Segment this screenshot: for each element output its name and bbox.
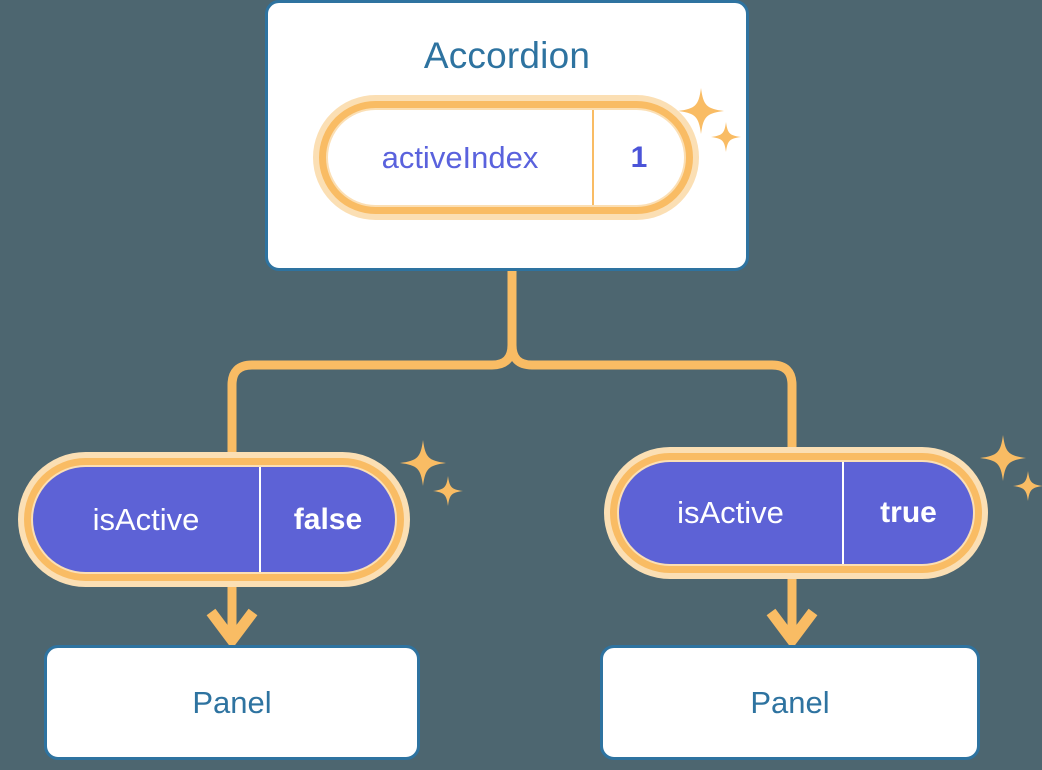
- state-value-label: 1: [630, 140, 648, 174]
- pill-body: isActive false: [33, 467, 395, 572]
- panel-card-left[interactable]: Panel: [44, 645, 420, 760]
- state-value-label: false: [293, 502, 363, 536]
- pill-body: isActive true: [619, 462, 973, 564]
- sparkle-group-left: [400, 440, 480, 520]
- state-pill-is-active-left[interactable]: isActive false: [18, 452, 410, 587]
- pill-body: activeIndex 1: [328, 110, 684, 205]
- panel-label: Panel: [192, 684, 272, 720]
- sparkle-icon: [400, 440, 446, 486]
- sparkle-icon: [1013, 471, 1042, 501]
- state-value-label: true: [880, 496, 937, 529]
- accordion-title: Accordion: [423, 35, 591, 76]
- panel-card-right[interactable]: Panel: [600, 645, 980, 760]
- sparkle-icon: [433, 476, 463, 506]
- panel-label: Panel: [750, 684, 830, 720]
- state-pill-active-index[interactable]: activeIndex 1: [313, 95, 699, 220]
- state-key-label: isActive: [619, 462, 844, 564]
- sparkle-icon: [711, 122, 741, 152]
- state-key-label: activeIndex: [328, 110, 594, 205]
- state-key-label: isActive: [33, 467, 261, 572]
- sparkle-group-right: [980, 435, 1042, 515]
- state-pill-is-active-right[interactable]: isActive true: [604, 447, 988, 579]
- sparkle-icon: [980, 435, 1026, 481]
